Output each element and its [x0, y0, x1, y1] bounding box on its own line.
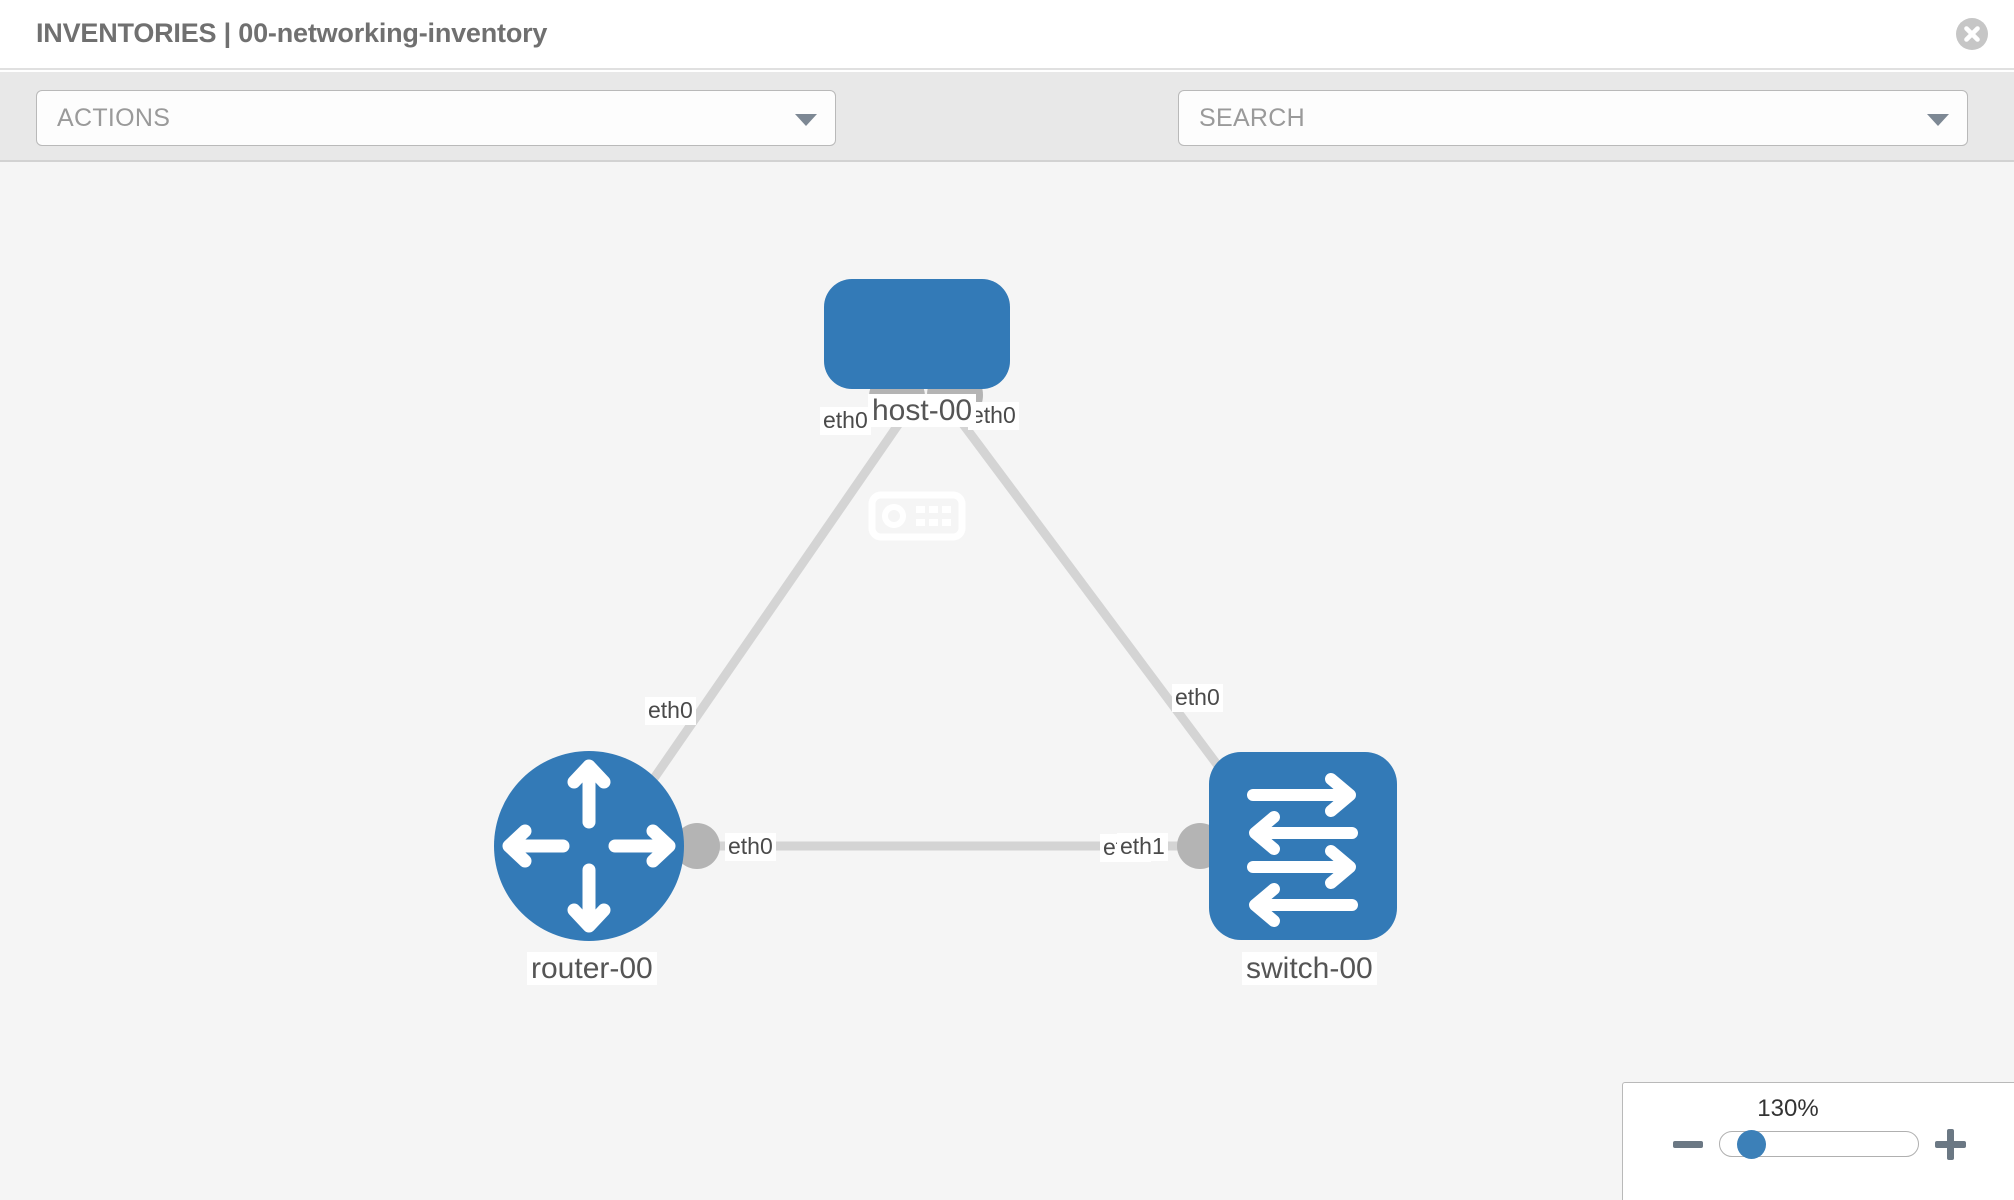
- iface-label-switch-up: eth0: [1172, 684, 1223, 712]
- chevron-down-icon: [795, 114, 817, 126]
- iface-label-router-up: eth0: [645, 697, 696, 725]
- iface-label-router-right: eth0: [725, 833, 776, 861]
- node-router-00[interactable]: [494, 751, 684, 941]
- chevron-down-icon: [1927, 114, 1949, 126]
- topology-graph: [494, 279, 1397, 941]
- iface-label-host-right: eth0: [968, 402, 1019, 430]
- iface-label-host-left: eth0: [820, 407, 871, 435]
- topology-canvas[interactable]: eth0 eth0 eth0 eth0 eth0 eth0 eth1 host-…: [0, 162, 2014, 1200]
- node-label-router-00: router-00: [527, 952, 657, 985]
- link-host-router: [606, 419, 904, 845]
- iface-label-switch-left: eth1: [1117, 833, 1168, 861]
- search-input[interactable]: SEARCH: [1178, 90, 1968, 146]
- connector-router-right: [674, 823, 720, 869]
- page-title: INVENTORIES | 00-networking-inventory: [36, 18, 548, 48]
- links-layer: [606, 417, 1264, 851]
- node-label-switch-00: switch-00: [1242, 952, 1377, 985]
- actions-dropdown[interactable]: ACTIONS: [36, 90, 836, 146]
- link-host-switch: [956, 417, 1264, 825]
- zoom-in-button[interactable]: [1935, 1129, 1966, 1160]
- toolbar: ACTIONS SEARCH: [0, 72, 2014, 198]
- close-icon[interactable]: [1952, 14, 1992, 54]
- zoom-level-value: 130%: [1757, 1095, 1819, 1122]
- node-label-host-00: host-00: [868, 394, 977, 427]
- search-placeholder: SEARCH: [1199, 104, 1305, 132]
- actions-dropdown-label: ACTIONS: [57, 104, 171, 132]
- page-header: INVENTORIES | 00-networking-inventory: [0, 0, 2014, 70]
- zoom-slider-thumb[interactable]: [1737, 1130, 1766, 1159]
- zoom-control-panel: 130%: [1622, 1082, 2014, 1200]
- node-host-00[interactable]: [824, 279, 1010, 541]
- node-switch-00[interactable]: [1209, 752, 1397, 940]
- zoom-out-button[interactable]: [1673, 1141, 1703, 1148]
